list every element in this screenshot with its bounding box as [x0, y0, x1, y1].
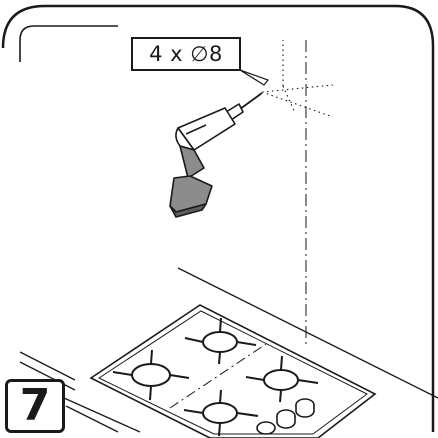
drill-guide-lines	[261, 40, 334, 118]
drill-spec-callout: 4 x ∅8	[131, 37, 241, 71]
drill-icon	[169, 92, 263, 218]
callout-leader	[239, 69, 269, 86]
step-number-badge: 7	[5, 379, 65, 433]
wall-corner-line	[19, 25, 118, 62]
drill-spec-label: 4 x ∅8	[149, 42, 223, 66]
step-number: 7	[19, 380, 51, 431]
burner-icon	[112, 317, 319, 437]
frame-border	[1, 4, 435, 432]
countertop-lines	[19, 267, 438, 433]
control-knob-icon	[256, 398, 315, 435]
